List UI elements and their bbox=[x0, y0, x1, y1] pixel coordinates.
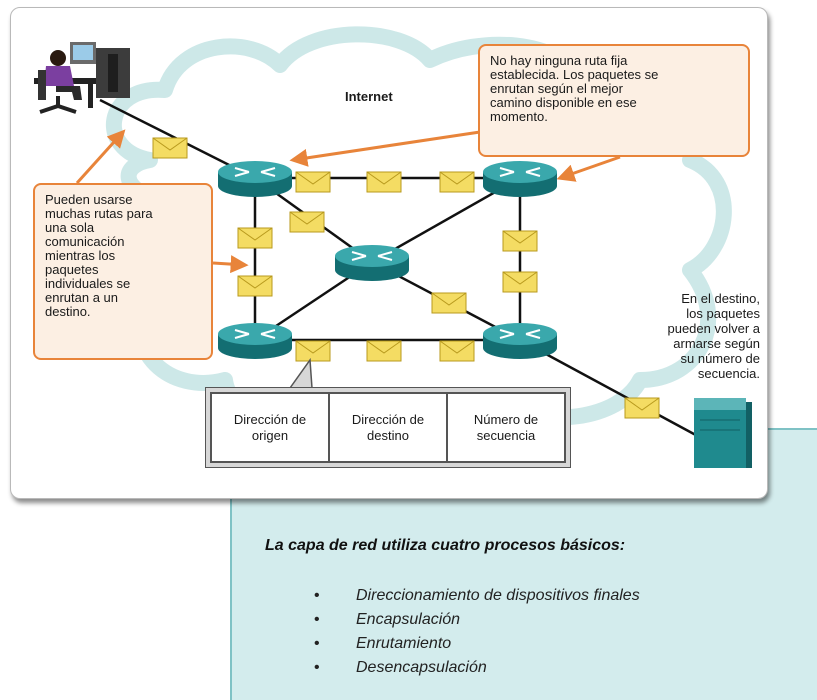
packet-envelope-icon bbox=[295, 171, 331, 193]
field-line: Número de bbox=[473, 411, 539, 427]
callout-line: comunicación bbox=[45, 234, 125, 249]
callout-line: destino. bbox=[45, 304, 91, 319]
field-line: Dirección de bbox=[351, 411, 425, 427]
routers bbox=[218, 161, 557, 359]
router-icon bbox=[218, 161, 292, 197]
process-label: Encapsulación bbox=[356, 611, 461, 628]
server-icon bbox=[694, 398, 752, 468]
field-line: origen bbox=[251, 427, 289, 443]
internet-label: Internet bbox=[345, 89, 393, 104]
list-item: • Enrutamiento bbox=[310, 632, 640, 656]
note-line: En el destino, bbox=[681, 291, 760, 306]
bullet-icon: • bbox=[314, 635, 320, 652]
callout-line: Pueden usarse bbox=[45, 192, 133, 207]
packet-envelope-icon bbox=[237, 227, 273, 249]
packet-envelope-icon bbox=[237, 275, 273, 297]
callout-line: enrutan según el mejor bbox=[490, 81, 623, 96]
list-item: • Desencapsulación bbox=[310, 656, 640, 680]
packets bbox=[152, 137, 660, 419]
packet-envelope-icon bbox=[439, 171, 475, 193]
router-icon bbox=[483, 323, 557, 359]
bullet-icon: • bbox=[314, 587, 320, 604]
packet-header-table: Dirección de origen Dirección de destino… bbox=[205, 387, 571, 468]
callout-line: mientras los bbox=[45, 248, 116, 263]
packet-envelope-icon bbox=[295, 340, 331, 362]
packet-envelope-icon bbox=[366, 171, 402, 193]
callout-line: enrutan a un bbox=[45, 290, 119, 305]
bullet-icon: • bbox=[314, 611, 320, 628]
packet-envelope-icon bbox=[366, 340, 402, 362]
packet-envelope-icon bbox=[502, 271, 538, 293]
router-icon bbox=[483, 161, 557, 197]
callout-arrows bbox=[75, 129, 621, 274]
network-diagram bbox=[34, 26, 752, 468]
process-label: Desencapsulación bbox=[356, 659, 487, 676]
header-pointer bbox=[289, 357, 313, 389]
callout-line: establecida. Los paquetes se bbox=[490, 67, 659, 82]
callout-line: individuales se bbox=[45, 276, 131, 291]
packet-envelope-icon bbox=[502, 230, 538, 252]
bullet-icon: • bbox=[314, 659, 320, 676]
callout-line: camino disponible en ese bbox=[490, 95, 637, 110]
note-line: pueden volver a bbox=[667, 321, 760, 336]
list-item: • Direccionamiento de dispositivos finale… bbox=[310, 584, 640, 608]
process-label: Direccionamiento de dispositivos finales bbox=[356, 587, 640, 604]
process-list: • Direccionamiento de dispositivos finale… bbox=[310, 584, 640, 680]
packet-envelope-icon bbox=[439, 340, 475, 362]
destination-address-field: Dirección de destino bbox=[330, 394, 448, 461]
process-label: Enrutamiento bbox=[356, 635, 452, 652]
callout-line: una sola bbox=[45, 220, 95, 235]
destination-note: En el destino, los paquetes pueden volve… bbox=[610, 291, 760, 381]
field-line: secuencia bbox=[476, 427, 536, 443]
summary-heading: La capa de red utiliza cuatro procesos b… bbox=[265, 537, 626, 554]
packet-header-fields: Dirección de origen Dirección de destino… bbox=[210, 392, 566, 463]
callout-line: muchas rutas para bbox=[45, 206, 153, 221]
packet-envelope-icon bbox=[289, 211, 325, 233]
field-line: destino bbox=[367, 427, 409, 443]
list-item: • Encapsulación bbox=[310, 608, 640, 632]
callout-line: paquetes bbox=[45, 262, 99, 277]
callout-line: momento. bbox=[490, 109, 548, 124]
note-line: su número de bbox=[680, 351, 761, 366]
sequence-number-field: Número de secuencia bbox=[448, 394, 564, 461]
callout-many-routes: Pueden usarse muchas rutas para una sola… bbox=[33, 183, 213, 360]
source-address-field: Dirección de origen bbox=[212, 394, 330, 461]
callout-line: No hay ninguna ruta fija bbox=[490, 53, 628, 68]
router-icon bbox=[335, 245, 409, 281]
note-line: armarse según bbox=[673, 336, 760, 351]
packet-envelope-icon bbox=[431, 292, 467, 314]
note-line: secuencia. bbox=[697, 366, 760, 381]
note-line: los paquetes bbox=[686, 306, 760, 321]
packet-envelope-icon bbox=[152, 137, 188, 159]
computer-user-icon bbox=[34, 42, 130, 114]
callout-no-fixed-route: No hay ninguna ruta fija establecida. Lo… bbox=[478, 44, 750, 157]
packet-envelope-icon bbox=[624, 397, 660, 419]
field-line: Dirección de bbox=[233, 411, 307, 427]
router-icon bbox=[218, 323, 292, 359]
